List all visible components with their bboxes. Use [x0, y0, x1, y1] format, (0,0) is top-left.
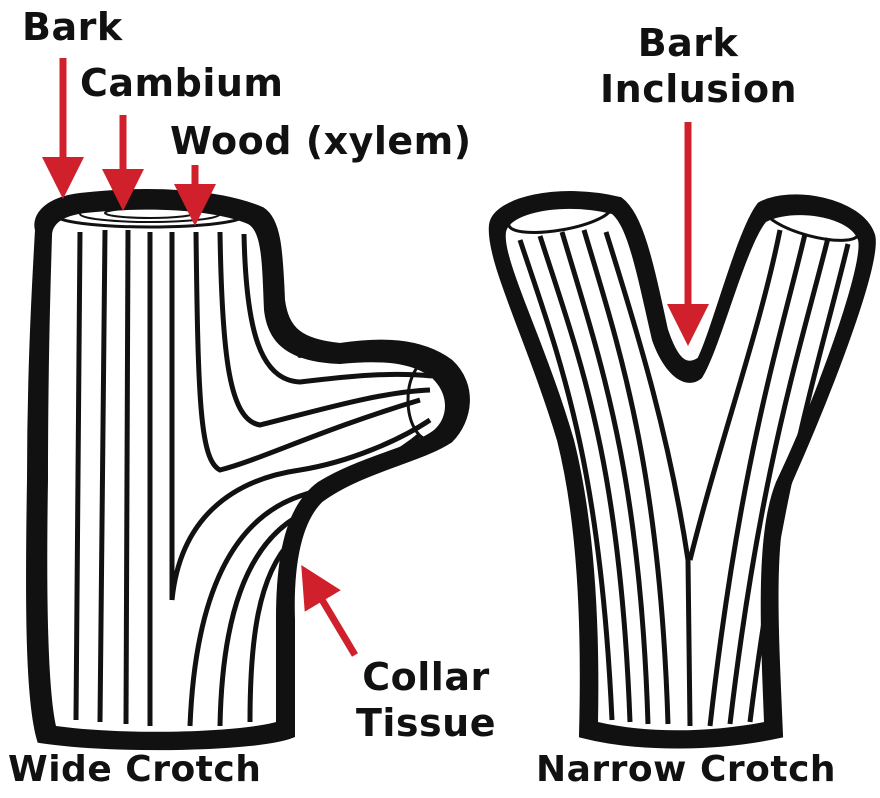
label-collar-line2: Tissue	[352, 704, 500, 742]
caption-narrow-crotch: Narrow Crotch	[536, 752, 836, 788]
caption-wide-crotch: Wide Crotch	[8, 752, 261, 788]
label-bark-inclusion-line2: Inclusion	[600, 70, 776, 108]
label-wood-xylem: Wood (xylem)	[170, 122, 472, 160]
narrow-crotch-illustration	[492, 193, 873, 745]
collar-tissue-arrow	[312, 583, 355, 655]
label-collar-line1: Collar	[352, 658, 500, 696]
label-bark: Bark	[22, 8, 123, 46]
label-bark-inclusion-line1: Bark	[600, 24, 776, 62]
label-cambium: Cambium	[80, 64, 284, 102]
